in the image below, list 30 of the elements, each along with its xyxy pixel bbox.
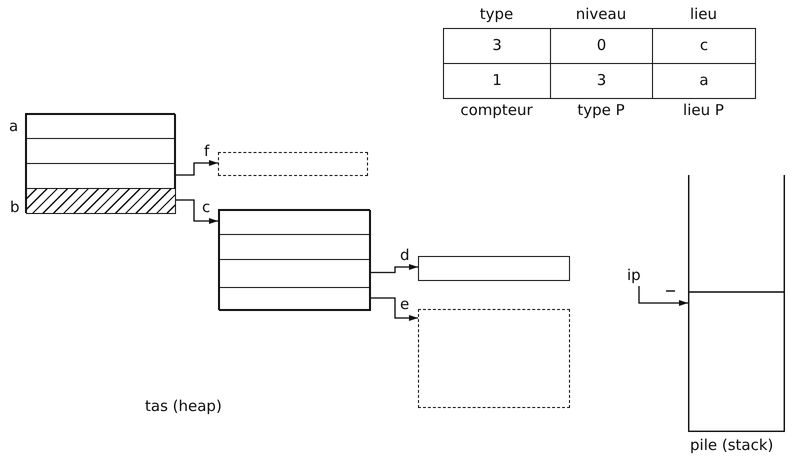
block-label: d <box>400 246 410 264</box>
block-label: e <box>400 295 410 313</box>
pointer-text: ip <box>627 266 641 284</box>
table-cell: c <box>652 28 756 64</box>
memory-cell <box>26 138 176 164</box>
pointer-arrow <box>370 264 418 274</box>
pointer-arrow <box>370 297 418 321</box>
pointer-arrow <box>175 160 218 176</box>
pointer-arrow <box>638 286 688 306</box>
pointer-arrow <box>175 199 218 224</box>
field-label: lieu P <box>682 101 725 119</box>
memory-cell <box>219 234 371 260</box>
table-cell: 1 <box>443 63 551 99</box>
block-label: f <box>204 142 210 160</box>
memory-cell <box>219 287 371 311</box>
column-header: type <box>478 5 514 23</box>
table-cell: a <box>652 63 756 99</box>
column-header: niveau <box>574 5 628 23</box>
column-header: lieu <box>688 5 718 23</box>
caption-text: tas (heap) <box>145 397 222 415</box>
block-label: c <box>202 198 210 216</box>
field-label: type P <box>576 101 626 119</box>
memory-cell <box>219 210 371 235</box>
stack-caption: pile (stack) <box>690 436 774 454</box>
table-cell: 3 <box>443 28 551 64</box>
memory-cell <box>26 114 176 139</box>
block-label: a <box>9 117 18 135</box>
field-label: compteur <box>459 101 534 119</box>
memory-cell <box>219 259 371 288</box>
block-label: b <box>10 198 20 216</box>
